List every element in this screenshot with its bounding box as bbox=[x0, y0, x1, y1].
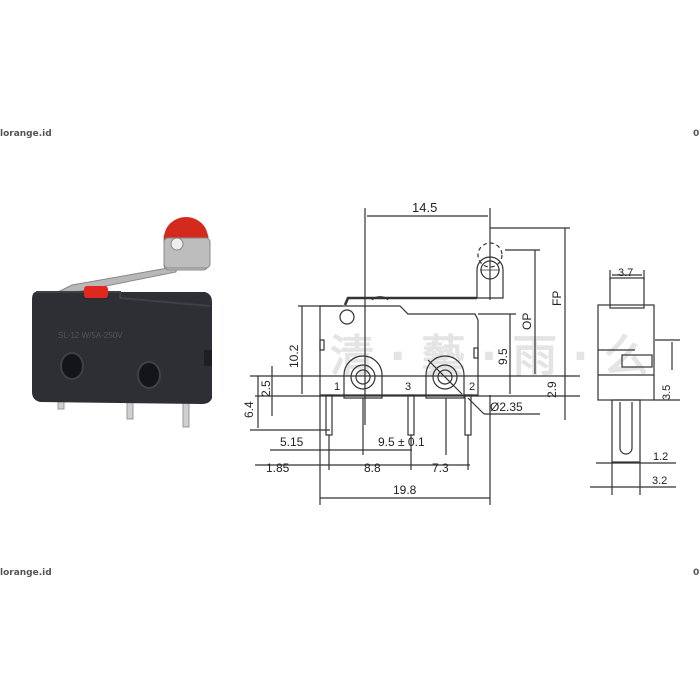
pin-label-2: 2 bbox=[469, 381, 475, 393]
switch-body bbox=[32, 292, 212, 404]
dim-pin-length: 6.4 bbox=[242, 401, 256, 418]
side-dim-pin-width: 1.2 bbox=[653, 451, 668, 463]
pin-label-1: 1 bbox=[334, 381, 340, 393]
dim-body-height: 10.2 bbox=[287, 344, 301, 368]
watermark-top-left: lorange.id bbox=[0, 129, 52, 139]
lever bbox=[57, 261, 179, 293]
dim-lever-width: 14.5 bbox=[412, 200, 437, 215]
dim-pin1-offset: 5.15 bbox=[280, 435, 304, 449]
roller-axle bbox=[170, 237, 184, 251]
pin-label-3: 3 bbox=[405, 381, 411, 393]
dim-pin-3-2: 7.3 bbox=[432, 461, 449, 475]
switch-photo: SL-12 W/5A-250V bbox=[32, 217, 212, 428]
dim-left-margin: 1.85 bbox=[266, 461, 290, 475]
dim-right-height: 9.5 bbox=[496, 348, 510, 365]
side-dim-base-width: 3.2 bbox=[652, 475, 667, 487]
dim-total-width: 19.8 bbox=[393, 483, 417, 497]
watermark-bottom-left: lorange.id bbox=[0, 568, 52, 578]
side-dim-height: 3.5 bbox=[661, 385, 673, 400]
pin-right bbox=[182, 399, 190, 428]
mount-hole-right bbox=[137, 361, 161, 389]
background-watermark: 清 · 藝 · 雨 · 么 bbox=[330, 331, 649, 382]
watermark-top-right: 0 bbox=[693, 129, 700, 139]
svg-text:SL-12 W/5A-250V: SL-12 W/5A-250V bbox=[58, 331, 123, 340]
dim-hole-spacing: 9.5 ± 0.1 bbox=[378, 435, 425, 449]
plunger bbox=[84, 286, 108, 298]
dim-pin-1-3: 8.8 bbox=[364, 461, 381, 475]
side-dim-top-width: 3.7 bbox=[618, 267, 633, 279]
mount-hole-left bbox=[60, 352, 84, 380]
dim-bottom-offset: 2.9 bbox=[545, 381, 559, 398]
dim-hole-diameter: Ø2.35 bbox=[490, 400, 523, 414]
dim-base-offset: 2.5 bbox=[259, 380, 273, 397]
dim-op: OP bbox=[520, 313, 534, 330]
dimension-drawing: 14.5 OP FP 10.2 9.5 2.5 6.4 2.9 Ø2.35 1 … bbox=[242, 200, 680, 505]
watermark-bottom-right: 0 bbox=[693, 568, 700, 578]
dim-fp: FP bbox=[550, 291, 564, 306]
